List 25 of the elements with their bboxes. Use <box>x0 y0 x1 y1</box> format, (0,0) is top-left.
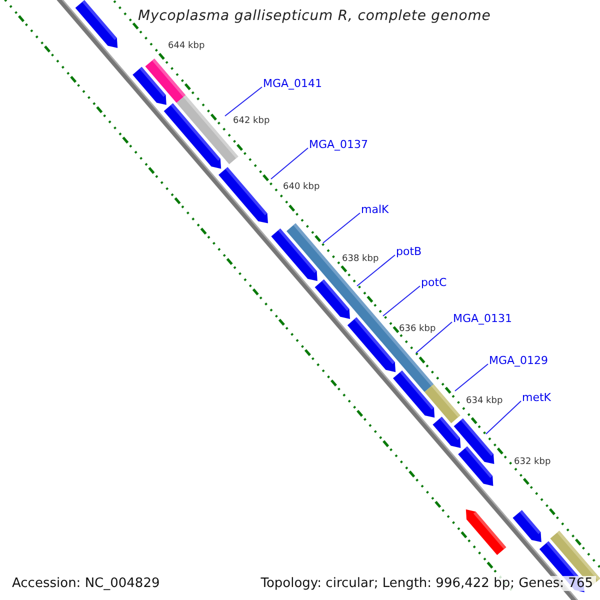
scale-label: 636 kbp <box>399 325 436 334</box>
map-title: Mycoplasma gallisepticum R, complete genome <box>138 9 491 23</box>
gene-label: MGA_0137 <box>309 139 368 150</box>
gene-label: MGA_0141 <box>263 78 322 89</box>
leader-line <box>322 212 360 244</box>
leader-line <box>224 86 262 116</box>
scale-label: 638 kbp <box>342 255 379 264</box>
leader-line <box>356 254 396 286</box>
genome-summary-text: Topology: circular; Length: 996,422 bp; Genes: 765 <box>258 576 596 591</box>
gene-label: MGA_0131 <box>453 313 512 324</box>
leader-line <box>486 400 522 434</box>
scale-label: 640 kbp <box>283 183 320 192</box>
leader-line <box>382 286 420 316</box>
leader-line <box>270 148 308 180</box>
scale-label: 632 kbp <box>514 458 551 467</box>
gene-label: potC <box>421 277 447 288</box>
scale-label: 634 kbp <box>466 397 503 406</box>
gene-label: potB <box>396 246 422 257</box>
gene-label: MGA_0129 <box>489 355 548 366</box>
leader-line <box>454 364 488 392</box>
scale-label: 644 kbp <box>168 42 205 51</box>
gene-label: malK <box>361 204 389 215</box>
scale-label: 642 kbp <box>233 117 270 126</box>
gene-label: metK <box>522 392 552 403</box>
leader-line <box>416 322 452 354</box>
